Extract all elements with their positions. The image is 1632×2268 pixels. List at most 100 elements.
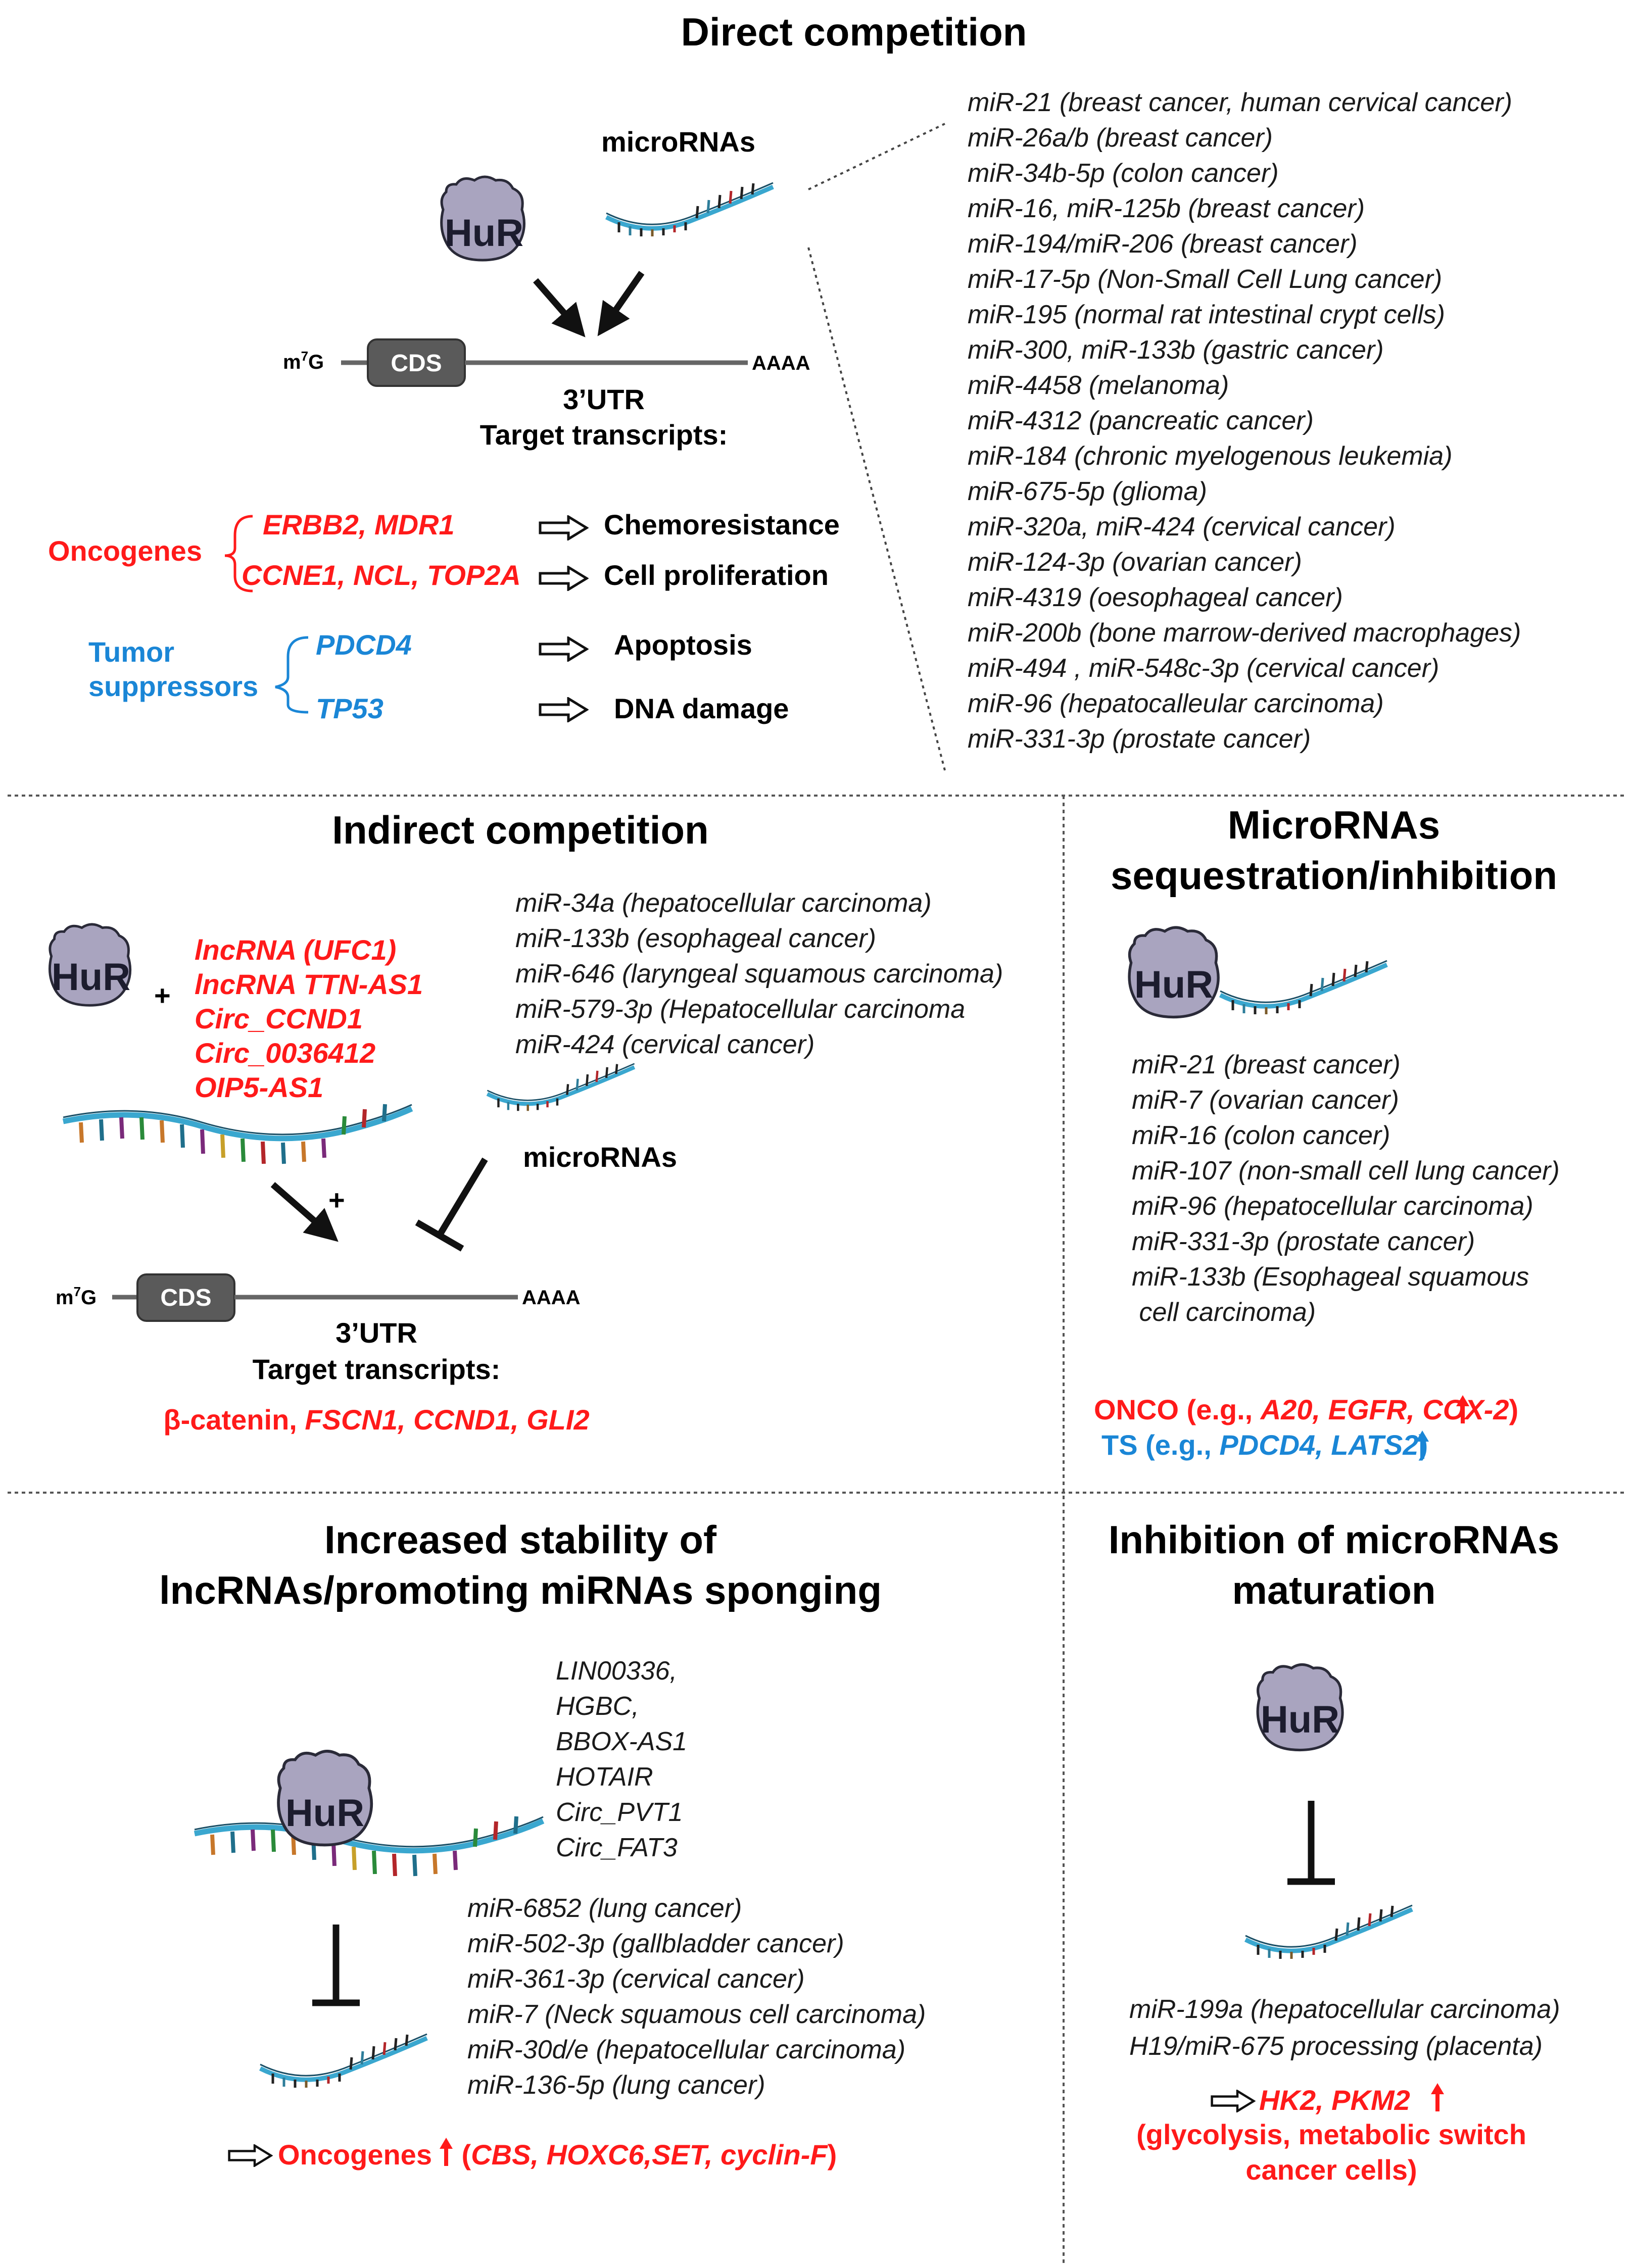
cap-label: m7G <box>283 349 324 373</box>
lncrna-item: lncRNA (UFC1) <box>195 934 396 966</box>
mirna-item: miR-133b (esophageal cancer) <box>515 924 876 953</box>
mirna-item: miR-124-3p (ovarian cancer) <box>968 548 1302 577</box>
mirna-item: miR-16, miR-125b (breast cancer) <box>968 194 1365 223</box>
mirna-item: miR-6852 (lung cancer) <box>467 1894 742 1923</box>
lncrna-item: Circ_FAT3 <box>556 1833 678 1862</box>
maturation-title-1: Inhibition of microRNAs <box>1109 1517 1560 1562</box>
mirna-item: miR-16 (colon cancer) <box>1132 1121 1390 1150</box>
indirect-mirna-list: miR-34a (hepatocellular carcinoma) miR-1… <box>515 889 1003 1059</box>
zoom-line-top <box>808 123 945 190</box>
target-genes-4: TP53 <box>316 693 383 724</box>
mirna-item: miR-320a, miR-424 (cervical cancer) <box>968 512 1396 541</box>
mirna-item: miR-96 (hepatocalleular carcinoma) <box>968 689 1384 718</box>
rna-strand-icon <box>260 2034 427 2088</box>
maturation-effect-1: (glycolysis, metabolic switch <box>1136 2118 1526 2150</box>
cap-label: m7G <box>56 1284 97 1309</box>
mirna-item: miR-579-3p (Hepatocellular carcinoma <box>515 995 965 1024</box>
mirna-item: miR-194/miR-206 (breast cancer) <box>968 229 1358 259</box>
polya-label: AAAA <box>522 1287 581 1309</box>
outline-arrow-icon <box>540 517 587 539</box>
maturation-title-2: maturation <box>1232 1568 1435 1612</box>
target-transcript: m7G CDS AAAA 3’UTR Target transcripts: <box>283 338 810 451</box>
rna-strand-icon <box>195 1816 543 1876</box>
mirna-item: miR-21 (breast cancer) <box>1132 1050 1401 1079</box>
mirna-item: miR-361-3p (cervical cancer) <box>467 1964 805 1994</box>
outline-arrow-icon <box>1212 2091 1254 2111</box>
zoom-line-bottom <box>807 247 946 771</box>
microrna-label: microRNAs <box>601 126 755 158</box>
rna-strand-icon <box>487 1064 634 1111</box>
direct-competition-title: Direct competition <box>681 10 1027 54</box>
stability-lncrna-list: LIN00336, HGBC, BBOX-AS1 HOTAIR Circ_PVT… <box>556 1656 687 1862</box>
mirna-item: miR-195 (normal rat intestinal crypt cel… <box>968 300 1445 329</box>
mirna-inhibit-line <box>437 1157 488 1237</box>
target-genes-3: PDCD4 <box>316 629 412 661</box>
mirna-binding-arrow <box>597 271 645 336</box>
lncrna-item: BBOX-AS1 <box>556 1727 687 1756</box>
mirna-item: miR-136-5p (lung cancer) <box>467 2070 765 2100</box>
mirna-inhibit-bar <box>415 1219 464 1252</box>
sequestration-panel: MicroRNAs sequestration/inhibition HuR m… <box>1094 803 1560 1461</box>
mirna-item: cell carcinoma) <box>1132 1298 1316 1327</box>
indirect-lncrna-list: lncRNA (UFC1) lncRNA TTN-AS1 Circ_CCND1 … <box>195 934 423 1103</box>
mirna-item: miR-300, miR-133b (gastric cancer) <box>968 335 1384 365</box>
indirect-target-genes: β-catenin, FSCN1, CCND1, GLI2 <box>163 1404 589 1436</box>
rna-strand-icon <box>606 183 773 236</box>
target-transcripts-label: Target transcripts: <box>253 1353 501 1385</box>
mirna-item: miR-34b-5p (colon cancer) <box>968 159 1279 188</box>
direct-competition-panel: Direct competition HuR microRNAs m7G CDS… <box>48 10 1521 771</box>
effect-3: Apoptosis <box>614 629 752 661</box>
lncrna-item: Circ_0036412 <box>195 1037 375 1069</box>
mirna-item: miR-675-5p (glioma) <box>968 477 1207 506</box>
oncogenes-brace <box>224 515 253 593</box>
effect-1: Chemoresistance <box>604 509 840 540</box>
microrna-label: microRNAs <box>523 1141 677 1173</box>
maturation-effect-2: cancer cells) <box>1245 2154 1417 2186</box>
oncogenes-result-label: Oncogenes <box>278 2139 432 2171</box>
plus-sign: + <box>154 979 171 1011</box>
mirna-item: miR-646 (laryngeal squamous carcinoma) <box>515 959 1003 989</box>
up-arrow-icon <box>440 2138 453 2166</box>
oncogenes-result-genes: (CBS, HOXC6,SET, cyclin-F) <box>454 2139 837 2171</box>
tumor-suppressors-label-2: suppressors <box>88 670 258 702</box>
mirna-item: miR-331-3p (prostate cancer) <box>1132 1227 1475 1256</box>
target-genes-2: CCNE1, NCL, TOP2A <box>242 559 521 591</box>
stability-title-1: Increased stability of <box>324 1517 717 1562</box>
lncrna-item: Circ_PVT1 <box>556 1798 683 1827</box>
tumor-suppressors-brace <box>275 636 309 714</box>
up-arrow-icon <box>1431 2083 1444 2111</box>
hur-binding-arrow <box>533 278 586 337</box>
mirna-item: miR-331-3p (prostate cancer) <box>968 724 1311 754</box>
utr-label: 3’UTR <box>563 383 645 415</box>
outline-arrow-icon <box>540 699 587 721</box>
mirna-item: miR-30d/e (hepatocellular carcinoma) <box>467 2035 905 2064</box>
indirect-competition-title: Indirect competition <box>332 808 708 852</box>
mirna-item: miR-133b (Esophageal squamous <box>1132 1262 1529 1292</box>
stability-title-2: lncRNAs/promoting miRNAs sponging <box>159 1568 882 1612</box>
mirna-item: miR-184 (chronic myelogenous leukemia) <box>968 441 1453 471</box>
rna-strand-icon <box>1245 1905 1412 1959</box>
indirect-competition-panel: Indirect competition HuR + lncRNA (UFC1)… <box>50 808 1003 1436</box>
hur-label: HuR <box>52 956 130 999</box>
hur-label: HuR <box>1261 1698 1339 1741</box>
stability-panel: Increased stability of lncRNAs/promoting… <box>159 1517 926 2171</box>
mirna-item: miR-21 (breast cancer, human cervical ca… <box>968 88 1512 117</box>
mirna-item: miR-17-5p (Non-Small Cell Lung cancer) <box>968 265 1442 294</box>
rna-strand-icon <box>1220 961 1387 1014</box>
effect-4: DNA damage <box>614 693 789 724</box>
lncrna-item: Circ_CCND1 <box>195 1003 363 1034</box>
hur-label: HuR <box>285 1792 364 1835</box>
mirna-item: miR-7 (ovarian cancer) <box>1132 1086 1399 1115</box>
oncogenes-label: Oncogenes <box>48 535 202 567</box>
hur-label: HuR <box>445 212 523 255</box>
plus-sign: + <box>328 1184 345 1216</box>
direct-mirna-list: miR-21 (breast cancer, human cervical ca… <box>968 88 1521 754</box>
mirna-item: miR-494 , miR-548c-3p (cervical cancer) <box>968 654 1439 683</box>
lncrna-item: HOTAIR <box>556 1762 653 1792</box>
utr-label: 3’UTR <box>335 1317 417 1349</box>
target-genes-1: ERBB2, MDR1 <box>263 509 455 540</box>
mirna-item: miR-107 (non-small cell lung cancer) <box>1132 1156 1560 1186</box>
target-transcripts-label: Target transcripts: <box>480 419 728 451</box>
mirna-item: miR-34a (hepatocellular carcinoma) <box>515 889 932 918</box>
